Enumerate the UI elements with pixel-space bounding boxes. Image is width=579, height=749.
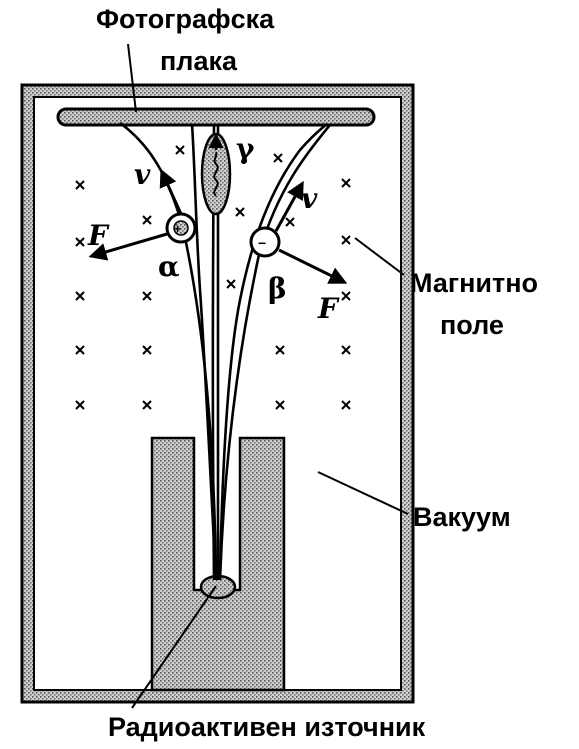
field-cross <box>75 345 85 355</box>
field-cross <box>226 279 236 289</box>
radioactive-source-label: Радиоактивен източник <box>108 712 426 742</box>
magnetic-field-label-line1: Магнитно <box>410 268 538 298</box>
plate-leader <box>127 43 137 113</box>
field-cross <box>142 215 152 225</box>
svg-text:+: + <box>174 222 181 236</box>
field-leader <box>354 237 405 276</box>
field-cross <box>75 237 85 247</box>
field-cross <box>341 235 351 245</box>
field-cross <box>341 345 351 355</box>
beta-force-label: F <box>317 292 340 325</box>
magnetic-field-label-line2: поле <box>440 310 504 340</box>
field-cross <box>285 217 295 227</box>
field-cross <box>273 153 283 163</box>
photographic-plate <box>56 107 376 127</box>
beta-velocity-label: v <box>301 182 318 215</box>
photographic-plate-label-line1: Фотографска <box>96 4 275 34</box>
field-cross <box>142 291 152 301</box>
alpha-velocity-arrow <box>159 168 183 215</box>
alpha-symbol: α <box>158 250 180 283</box>
beta-velocity-arrow <box>274 180 304 232</box>
field-cross <box>341 291 351 301</box>
gamma-photon <box>200 132 232 216</box>
field-cross <box>275 345 285 355</box>
track-beta-inner <box>218 122 328 581</box>
field-cross <box>75 400 85 410</box>
svg-text:−: − <box>258 235 266 251</box>
field-cross <box>341 178 351 188</box>
track-alpha <box>119 121 218 581</box>
magnetic-field-markers <box>75 145 351 410</box>
beta-particle: − <box>249 226 281 258</box>
source-leader <box>131 585 217 709</box>
photographic-plate-label-line2: плака <box>160 46 238 76</box>
track-alpha-inner <box>190 123 218 581</box>
field-cross <box>275 400 285 410</box>
gamma-symbol: γ <box>236 132 255 165</box>
alpha-force-label: F <box>87 219 110 252</box>
field-cross <box>175 145 185 155</box>
alpha-force-arrow <box>88 232 168 261</box>
vacuum-leader <box>317 471 409 515</box>
particle-tracks <box>119 121 331 581</box>
alpha-velocity-label: v <box>134 158 151 191</box>
field-cross <box>75 180 85 190</box>
field-cross <box>142 345 152 355</box>
field-cross <box>142 400 152 410</box>
beta-force-arrow <box>278 248 348 284</box>
beta-symbol: β <box>268 272 287 305</box>
track-beta <box>218 124 331 581</box>
vacuum-label: Вакуум <box>413 502 511 532</box>
lead-shield <box>150 436 286 692</box>
field-cross <box>235 207 245 217</box>
alpha-particle: + <box>165 212 197 244</box>
field-cross <box>75 291 85 301</box>
field-cross <box>341 400 351 410</box>
